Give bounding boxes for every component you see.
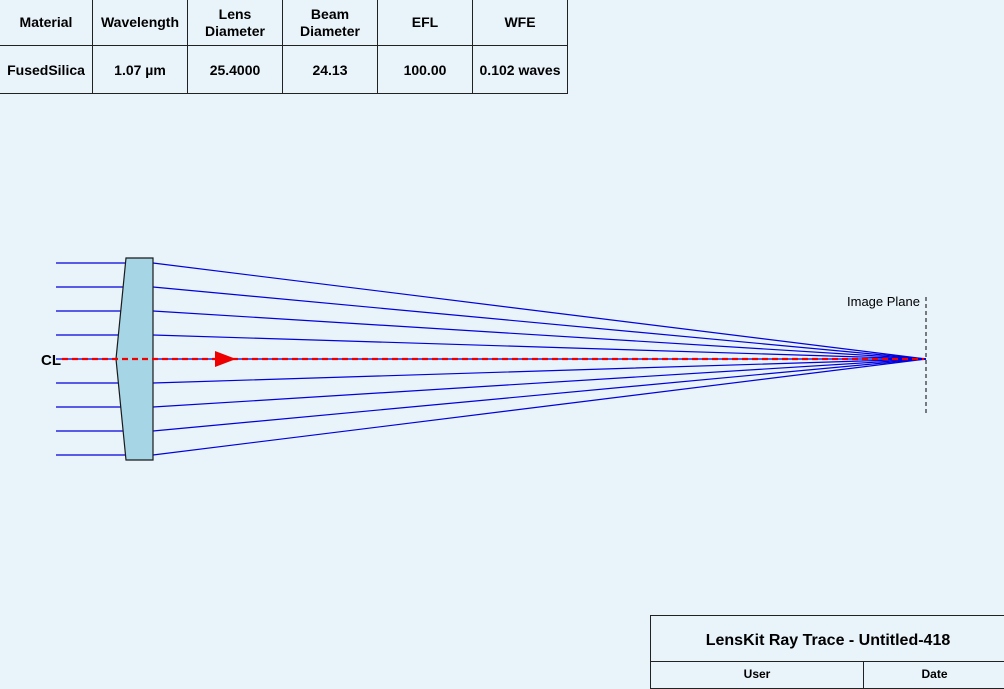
value-material: FusedSilica (0, 45, 93, 94)
value-wavelength: 1.07 µm (92, 45, 188, 94)
axis-direction-arrow (215, 351, 236, 367)
title-block-user-label: User (651, 662, 864, 689)
image-plane-label: Image Plane (847, 294, 920, 309)
title-block-info-row: User Date (651, 662, 1004, 689)
header-material: Material (0, 0, 93, 46)
value-lens-diameter: 25.4000 (187, 45, 283, 94)
title-block: LensKit Ray Trace - Untitled-418 User Da… (650, 615, 1004, 689)
value-wfe: 0.102 waves (472, 45, 568, 94)
ray-line (56, 358, 927, 432)
title-block-date-label: Date (921, 667, 948, 681)
ray-line (56, 286, 927, 360)
spec-value-row: FusedSilica 1.07 µm 25.4000 24.13 100.00… (0, 45, 568, 94)
title-block-title: LensKit Ray Trace - Untitled-418 (651, 616, 1004, 662)
ray-line (56, 358, 927, 456)
header-wfe: WFE (472, 0, 568, 46)
value-efl: 100.00 (377, 45, 473, 94)
header-wavelength: Wavelength (92, 0, 188, 46)
header-efl: EFL (377, 0, 473, 46)
centerline-label: CL (41, 352, 61, 369)
value-beam-diameter: 24.13 (282, 45, 378, 94)
ray-line (56, 262, 927, 360)
